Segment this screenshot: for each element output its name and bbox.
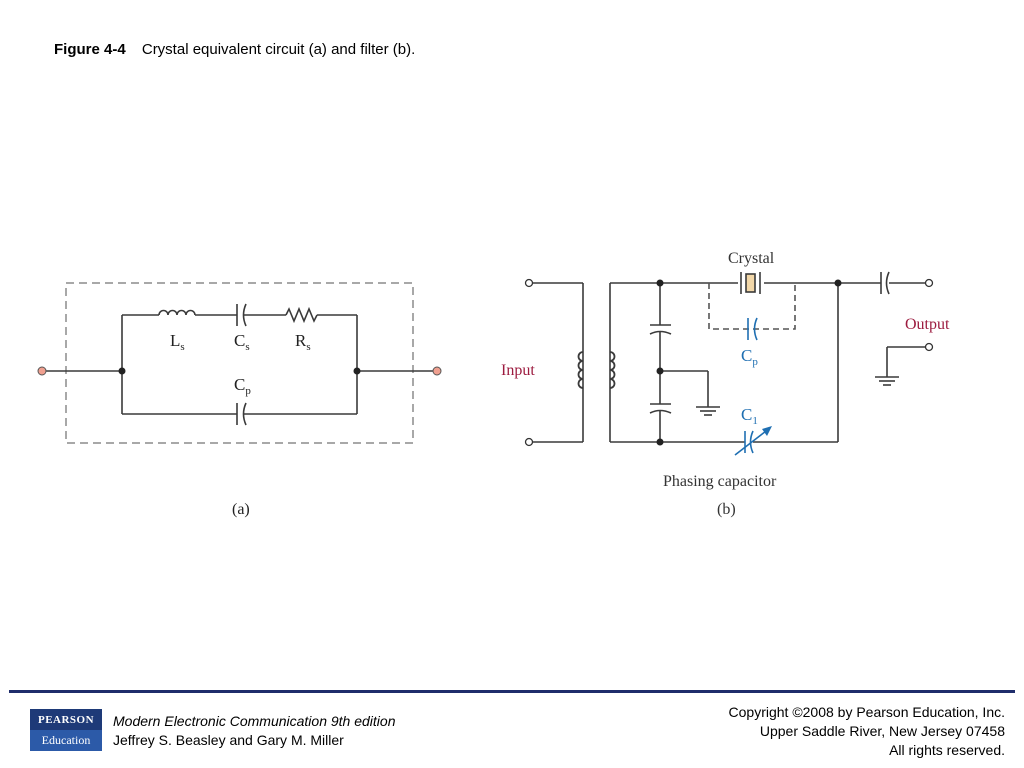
footer-divider — [9, 690, 1015, 693]
copyright-line-1: Copyright ©2008 by Pearson Education, In… — [728, 704, 1005, 720]
label-cp-a: Cp — [234, 375, 251, 397]
copyright-line-2: Upper Saddle River, New Jersey 07458 — [759, 723, 1005, 739]
junction-dot — [118, 367, 126, 375]
crystal-symbol — [740, 272, 761, 294]
logo-bottom: Education — [30, 730, 102, 751]
caption-a: (a) — [232, 501, 250, 518]
cp-dashed-loop — [708, 283, 796, 330]
capacitor-cp-b — [747, 317, 758, 341]
capacitor-cp-a — [236, 402, 247, 426]
label-input: Input — [501, 362, 535, 379]
label-c1: C1 — [741, 405, 758, 427]
copyright-line-3: All rights reserved. — [889, 742, 1005, 758]
label-phasing: Phasing capacitor — [663, 473, 777, 490]
caption-b: (b) — [717, 501, 736, 518]
junction-dot — [656, 279, 664, 287]
input-terminal-a — [37, 366, 47, 376]
inductor-ls — [158, 309, 196, 316]
label-rs: Rs — [295, 331, 311, 353]
output-terminal-top — [924, 278, 934, 288]
input-terminal-top — [524, 278, 534, 288]
label-cs: Cs — [234, 331, 250, 353]
pearson-logo: PEARSON Education — [30, 709, 102, 751]
capacitor-cs — [236, 303, 247, 327]
input-terminal-bottom — [524, 437, 534, 447]
logo-top: PEARSON — [30, 709, 102, 730]
output-terminal-bottom — [924, 342, 934, 352]
circuit-a — [46, 282, 433, 444]
dashed-enclosure — [65, 282, 414, 444]
label-cp-b: Cp — [741, 346, 758, 368]
output-terminal-a — [432, 366, 442, 376]
transformer-primary — [577, 351, 584, 389]
junction-dot — [656, 367, 664, 375]
variable-arrow — [762, 426, 772, 436]
circuit-b — [533, 271, 926, 443]
label-ls: Ls — [170, 331, 185, 353]
output-capacitor — [880, 271, 890, 295]
junction-dot — [353, 367, 361, 375]
figure-title: Figure 4-4 Crystal equivalent circuit (a… — [54, 41, 415, 58]
phasing-capacitor-c1 — [734, 427, 771, 456]
book-info: Modern Electronic Communication 9th edit… — [113, 712, 395, 750]
resistor-rs — [285, 306, 318, 324]
label-output: Output — [905, 316, 950, 333]
book-authors: Jeffrey S. Beasley and Gary M. Miller — [113, 732, 344, 748]
circuit-diagram: Ls Cs Rs Cp (a) — [37, 250, 950, 518]
junction-dot — [656, 438, 664, 446]
junction-dot — [834, 279, 842, 287]
copyright-notice: Copyright ©2008 by Pearson Education, In… — [729, 703, 1005, 760]
figure-caption: Crystal equivalent circuit (a) and filte… — [141, 41, 416, 58]
label-crystal: Crystal — [728, 250, 775, 267]
book-title: Modern Electronic Communication 9th edit… — [113, 713, 396, 729]
figure-number: Figure 4-4 — [54, 41, 126, 58]
